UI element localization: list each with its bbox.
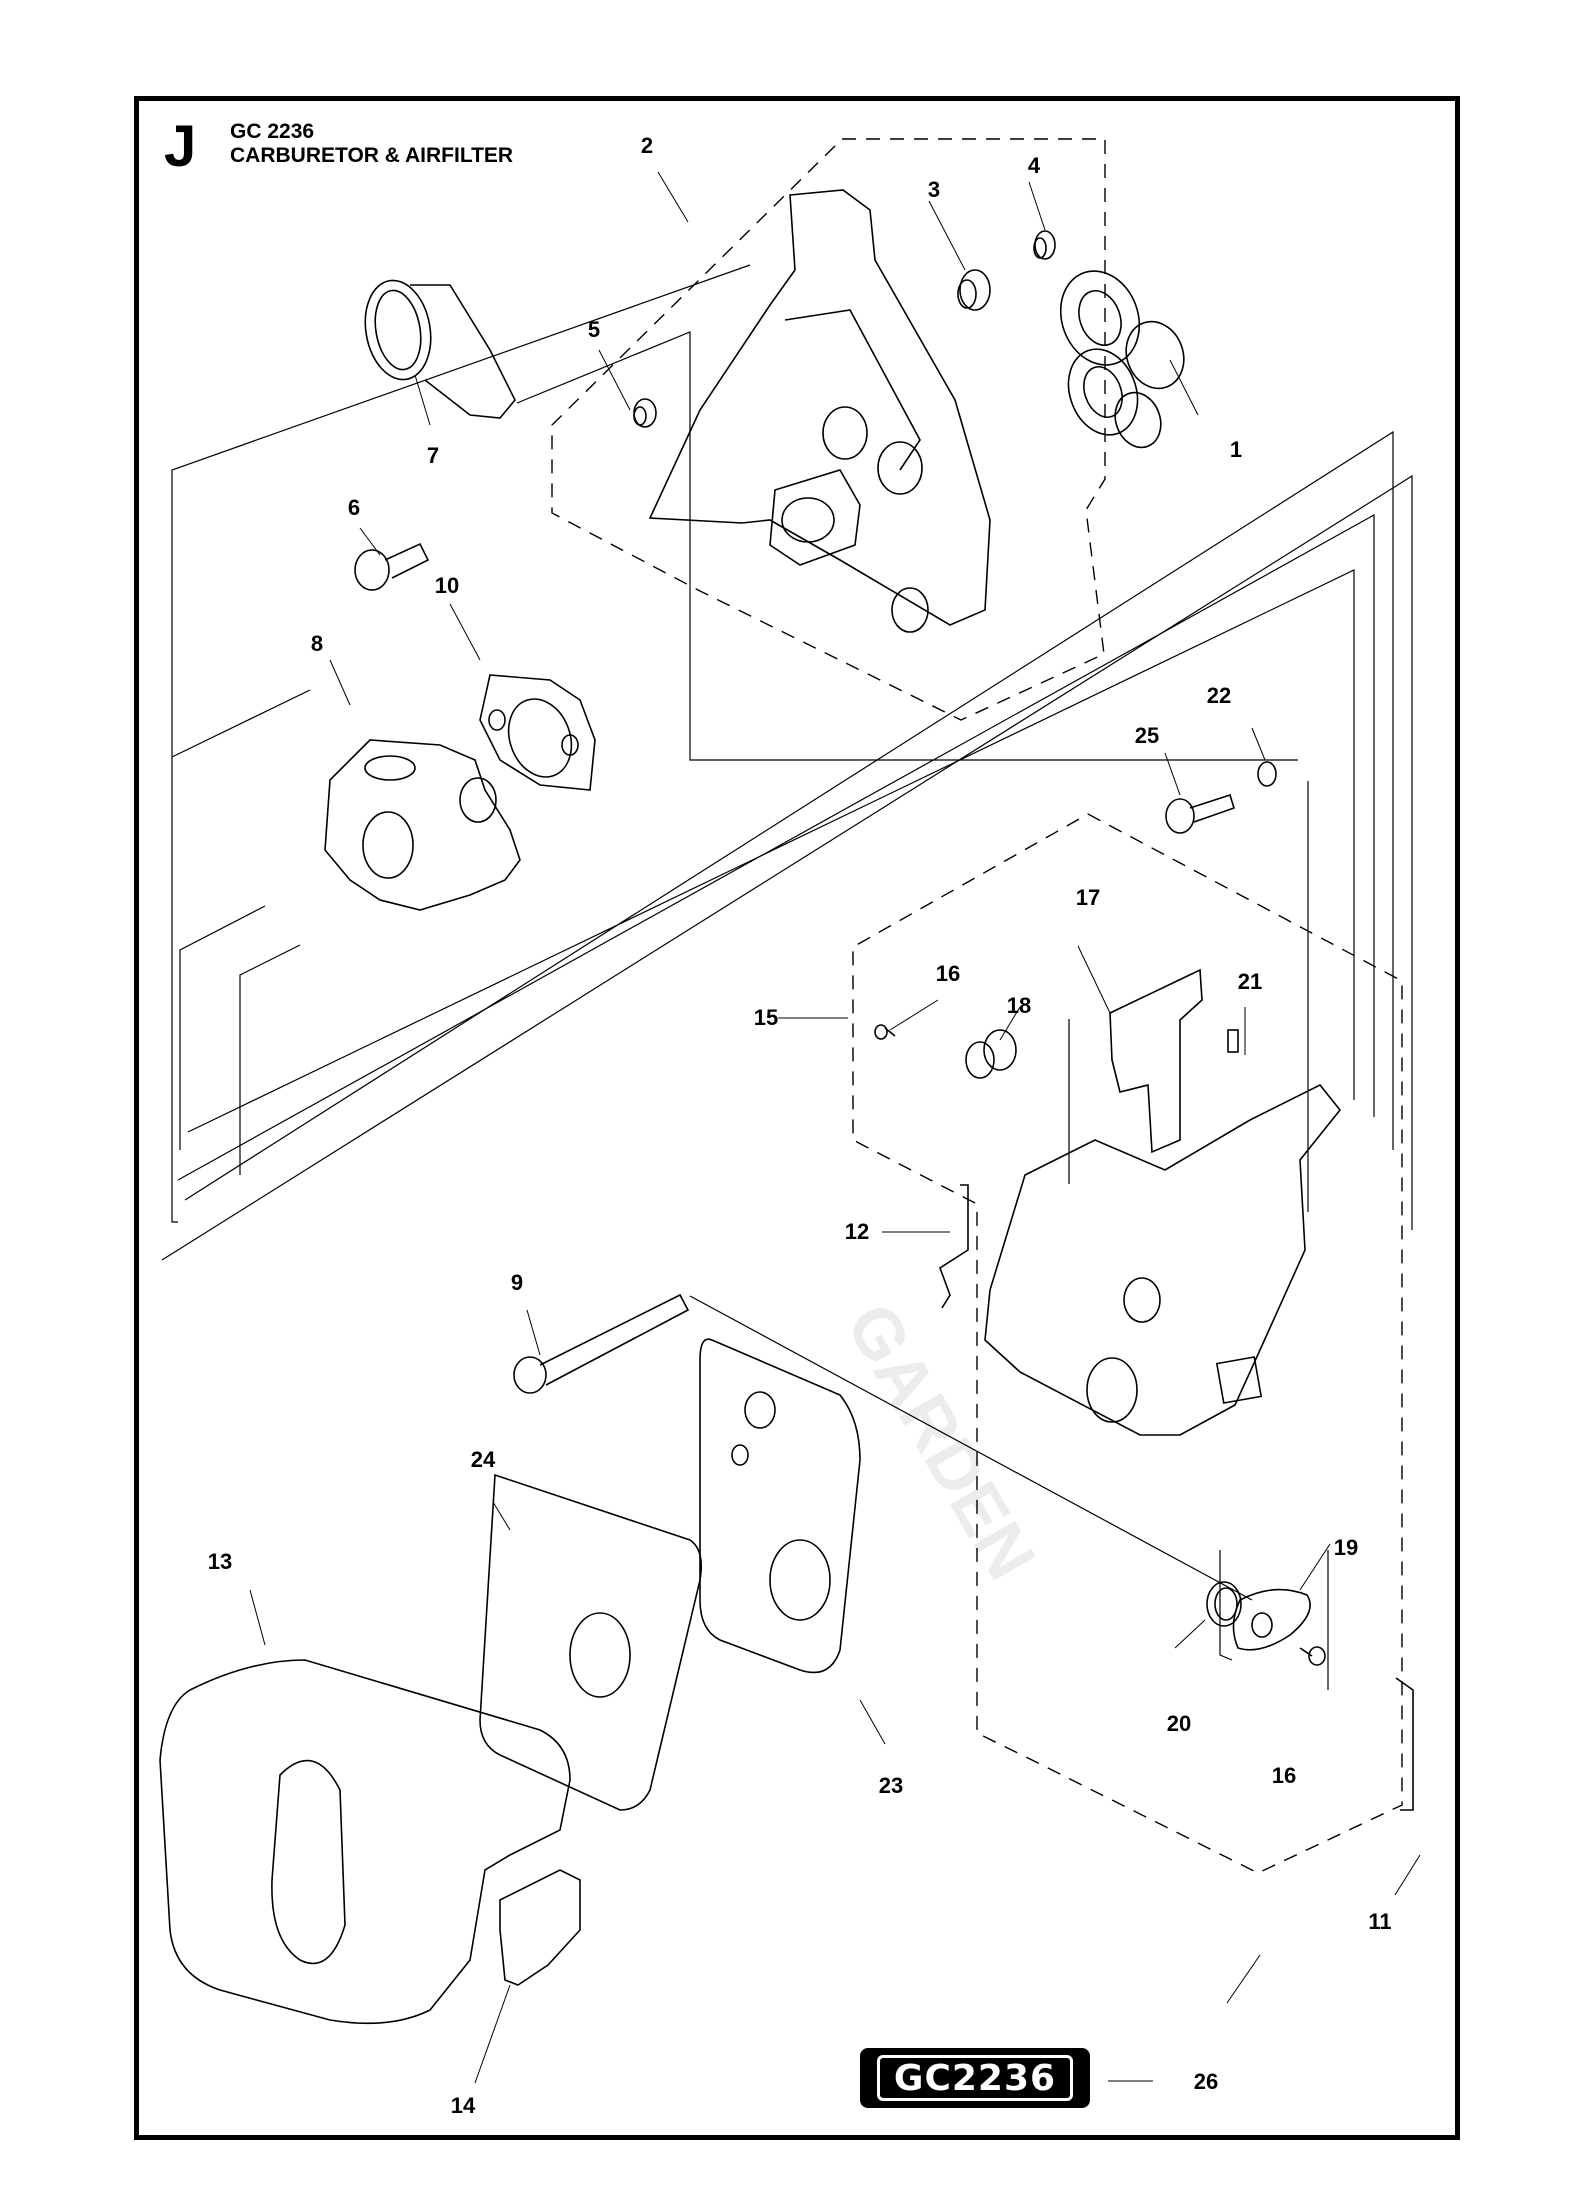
callout-21: 21 bbox=[1237, 969, 1263, 994]
part-22-washer bbox=[1257, 761, 1277, 787]
model-decal-text: GC2236 bbox=[876, 2055, 1074, 2101]
callout-14: 14 bbox=[450, 2093, 476, 2118]
callout-9: 9 bbox=[510, 1270, 524, 1295]
page-title: GC 2236 CARBURETOR & AIRFILTER bbox=[230, 120, 513, 168]
part-5-bushing bbox=[633, 398, 657, 428]
part-7-intake-elbow bbox=[364, 279, 516, 419]
section-letter: J bbox=[164, 114, 197, 179]
callout-16b: 16 bbox=[1271, 1763, 1297, 1788]
group-boundary-15 bbox=[852, 813, 1403, 1874]
callout-23: 23 bbox=[878, 1773, 904, 1798]
part-8-carburetor bbox=[324, 739, 521, 911]
callout-26: 26 bbox=[1193, 2069, 1219, 2094]
diagram-frame bbox=[134, 96, 1460, 2140]
part-10-gasket bbox=[479, 674, 596, 791]
part-2-carburetor-housing bbox=[648, 189, 991, 633]
callout-15: 15 bbox=[753, 1005, 779, 1030]
callout-6: 6 bbox=[347, 495, 361, 520]
callout-5: 5 bbox=[587, 317, 601, 342]
callout-7: 7 bbox=[426, 443, 440, 468]
callout-3: 3 bbox=[927, 177, 941, 202]
part-3-bushing bbox=[957, 269, 991, 311]
model-decal: GC2236 bbox=[860, 2048, 1090, 2108]
part-23-air-filter bbox=[699, 1338, 861, 1674]
callout-4: 4 bbox=[1027, 153, 1041, 178]
part-20-seal bbox=[1206, 1581, 1242, 1627]
part-11-throttle-rod bbox=[1395, 1677, 1414, 1811]
part-21-clip bbox=[1227, 1029, 1239, 1053]
callout-10: 10 bbox=[434, 573, 460, 598]
callout-12: 12 bbox=[844, 1219, 870, 1244]
callout-18: 18 bbox=[1006, 993, 1032, 1018]
part-16-screw-a bbox=[874, 1024, 896, 1040]
part-24-filter-holder bbox=[479, 1473, 703, 1811]
callout-8: 8 bbox=[310, 631, 324, 656]
part-9-long-screw bbox=[513, 1293, 690, 1394]
part-1-intake-flange bbox=[1059, 270, 1185, 449]
routing-lines bbox=[161, 264, 1413, 1690]
part-17-lever bbox=[1109, 968, 1203, 1154]
part-19-plate bbox=[1232, 1588, 1311, 1651]
callout-13: 13 bbox=[207, 1549, 233, 1574]
section-title: CARBURETOR & AIRFILTER bbox=[230, 144, 514, 167]
callout-2: 2 bbox=[640, 133, 654, 158]
part-16-screw-b bbox=[1299, 1646, 1326, 1666]
callout-11: 11 bbox=[1368, 1909, 1392, 1934]
callout-24: 24 bbox=[470, 1447, 496, 1472]
part-4-bushing bbox=[1033, 230, 1056, 260]
group-boundary-2 bbox=[551, 138, 1106, 721]
callout-16a: 16 bbox=[935, 961, 961, 986]
callout-22: 22 bbox=[1206, 683, 1232, 708]
part-15-airfilter-housing bbox=[984, 1083, 1342, 1436]
callout-1: 1 bbox=[1229, 437, 1243, 462]
part-6-screw bbox=[354, 542, 430, 591]
part-25-screw bbox=[1165, 793, 1235, 834]
model-number: GC 2236 bbox=[230, 120, 315, 143]
part-12-choke-rod bbox=[939, 1184, 969, 1309]
callout-17: 17 bbox=[1075, 885, 1101, 910]
part-14-latch bbox=[499, 1869, 581, 1986]
part-13-filter-cover bbox=[159, 1659, 571, 2025]
callout-19: 19 bbox=[1333, 1535, 1359, 1560]
callout-25: 25 bbox=[1134, 723, 1160, 748]
part-18-valve bbox=[965, 1029, 1017, 1079]
callout-leaders bbox=[249, 171, 1421, 2084]
callout-20: 20 bbox=[1166, 1711, 1192, 1736]
